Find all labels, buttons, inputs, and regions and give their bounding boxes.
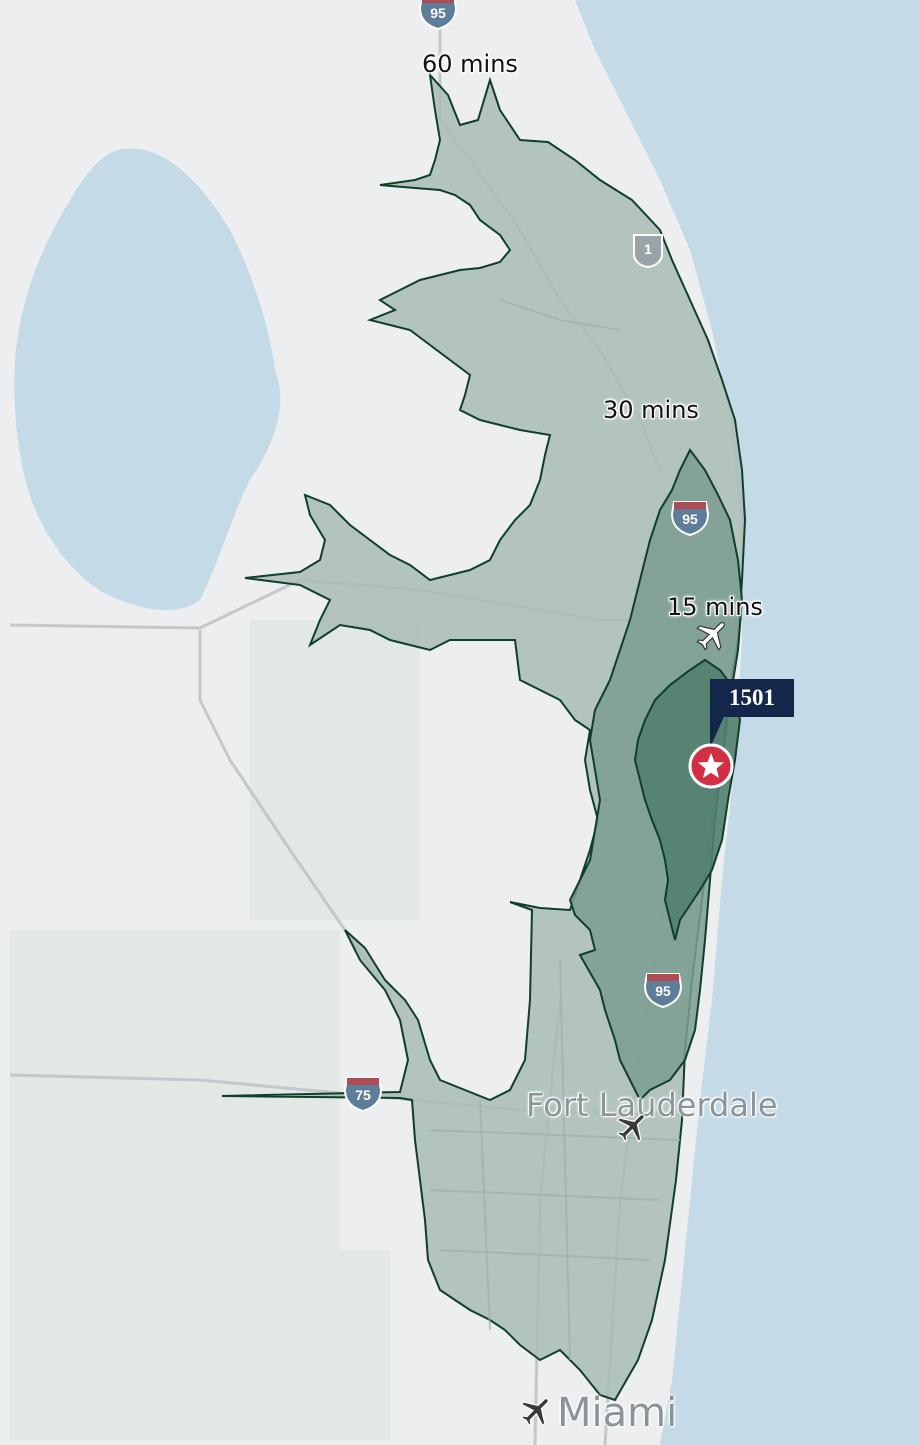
interstate-shield-icon: [343, 1077, 383, 1113]
airport-mia-airplane-icon[interactable]: [518, 1392, 556, 1436]
drive-time-label-30: 30 mins: [603, 396, 699, 424]
airport-pbi-airplane-icon[interactable]: [694, 616, 732, 660]
city-label-fort-lauderdale: Fort Lauderdale: [526, 1086, 778, 1124]
city-label-miami: Miami: [557, 1390, 678, 1436]
us1-number: 1: [644, 241, 652, 257]
airplane-icon: [696, 621, 725, 651]
star-pin-icon[interactable]: [688, 743, 734, 789]
site-flag-pole: [710, 712, 726, 748]
interstate-shield-icon: [418, 0, 458, 31]
i95-mid-shield: 95: [670, 500, 710, 537]
i75-shield: 75: [343, 1076, 383, 1113]
i95-south-number: 95: [655, 983, 671, 999]
i95-north-number: 95: [430, 5, 446, 21]
us-route-shield-icon: [633, 234, 663, 269]
i75-number: 75: [355, 1087, 371, 1103]
airplane-icon: [616, 1113, 645, 1143]
i95-mid-number: 95: [682, 511, 698, 527]
drive-time-label-60: 60 mins: [422, 50, 518, 78]
airport-fll-airplane-icon[interactable]: [614, 1108, 652, 1152]
airplane-icon: [520, 1397, 549, 1427]
zone-roads: [429, 299, 681, 1361]
lake-okeechobee: [14, 148, 281, 611]
interstate-shield-icon: [670, 501, 710, 537]
i95-north-shield: 95: [418, 0, 458, 31]
us1-shield: 1: [631, 232, 665, 269]
site-flag-label[interactable]: 1501: [710, 679, 794, 717]
i95-south-shield: 95: [643, 972, 683, 1009]
interstate-shield-icon: [643, 973, 683, 1009]
atlantic-ocean: [575, 0, 919, 1445]
drive-time-label-15: 15 mins: [667, 593, 763, 621]
land-cover: [10, 620, 420, 1440]
